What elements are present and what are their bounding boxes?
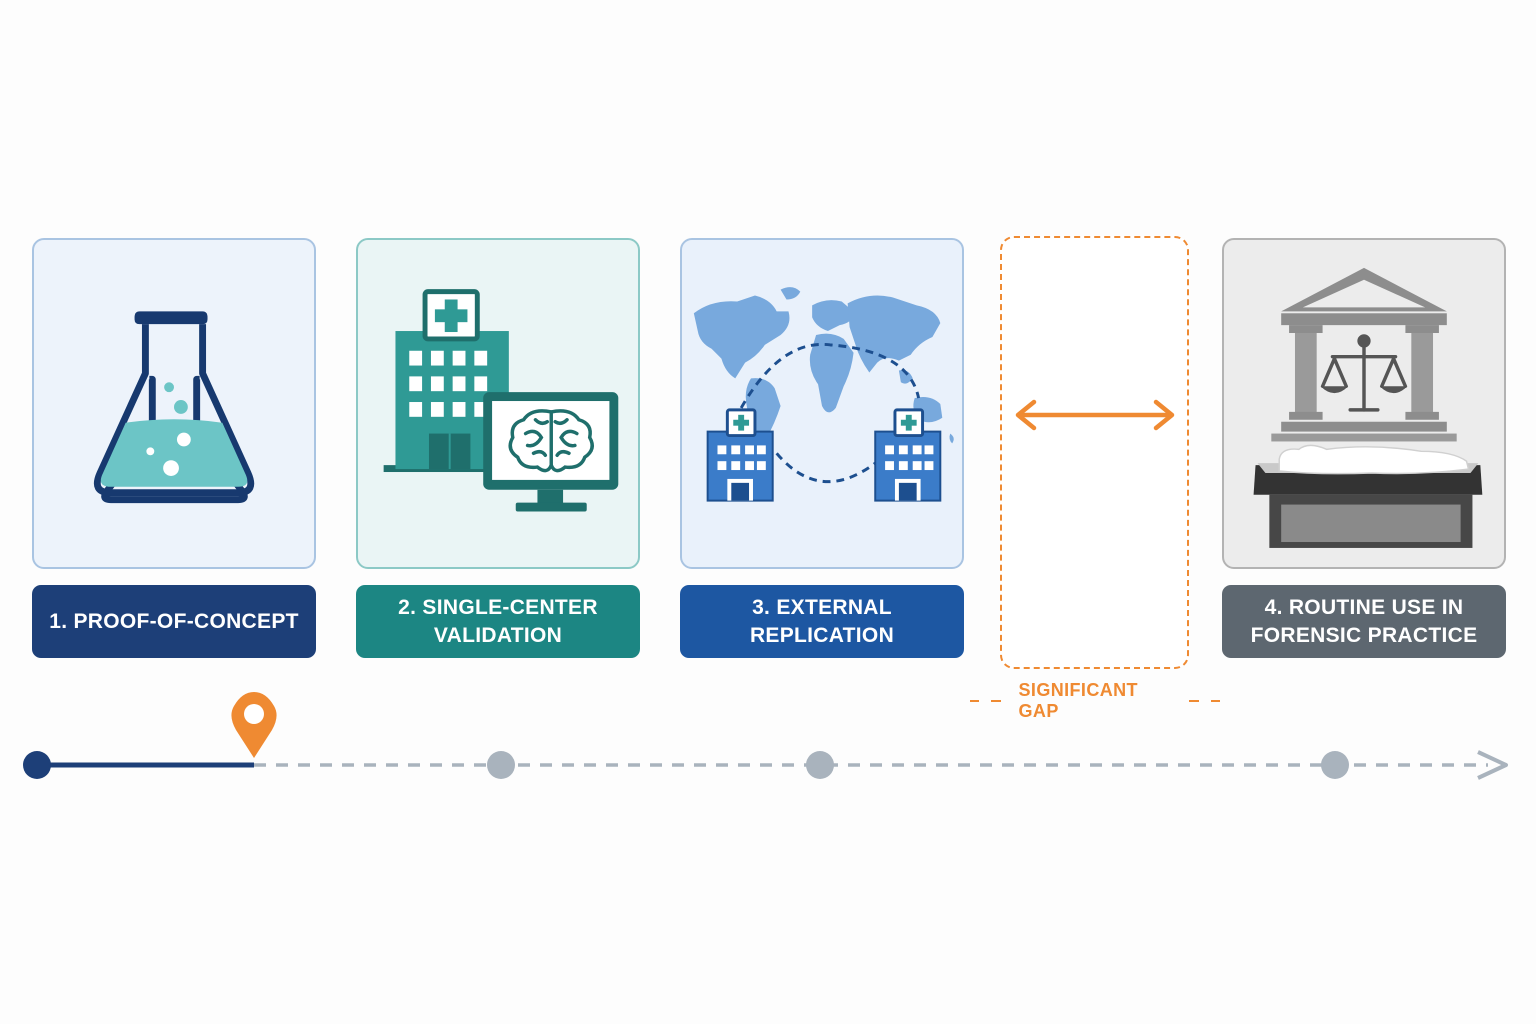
stage-1-card [32, 238, 316, 569]
stage-4-label: 4. ROUTINE USE IN FORENSIC PRACTICE [1222, 585, 1506, 658]
double-arrow-icon [1015, 399, 1175, 431]
arrow-head-icon [1477, 750, 1508, 780]
timeline-node-3 [806, 751, 834, 779]
location-pin-icon [231, 692, 277, 758]
caption-dash [970, 700, 980, 702]
timeline-node-4 [1321, 751, 1349, 779]
stage-4-card [1222, 238, 1506, 569]
world-hospitals-icon [693, 287, 954, 502]
timeline-node-2 [487, 751, 515, 779]
timeline-start-node [23, 751, 51, 779]
significant-gap-box [1000, 236, 1189, 669]
stage-2-label: 2. SINGLE-CENTER VALIDATION [356, 585, 640, 658]
stage-3-label: 3. EXTERNAL REPLICATION [680, 585, 964, 658]
caption-dash [1210, 700, 1220, 702]
flask-icon [93, 311, 255, 504]
significant-gap-caption: SIGNIFICANT GAP [964, 680, 1226, 721]
hospital-left-icon [706, 408, 774, 502]
hospital-right-icon [874, 408, 942, 502]
hospital-computer-icon [383, 289, 619, 512]
caption-dash [1189, 700, 1199, 702]
gap-caption-text: SIGNIFICANT GAP [1018, 680, 1138, 721]
stage-3-card [680, 238, 964, 569]
stage-1-label: 1. PROOF-OF-CONCEPT [32, 585, 316, 658]
courthouse-autopsy-icon [1253, 267, 1483, 548]
stage-2-card [356, 238, 640, 569]
scales-icon [1320, 334, 1408, 412]
caption-dash [991, 700, 1001, 702]
progress-timeline [23, 692, 1508, 780]
